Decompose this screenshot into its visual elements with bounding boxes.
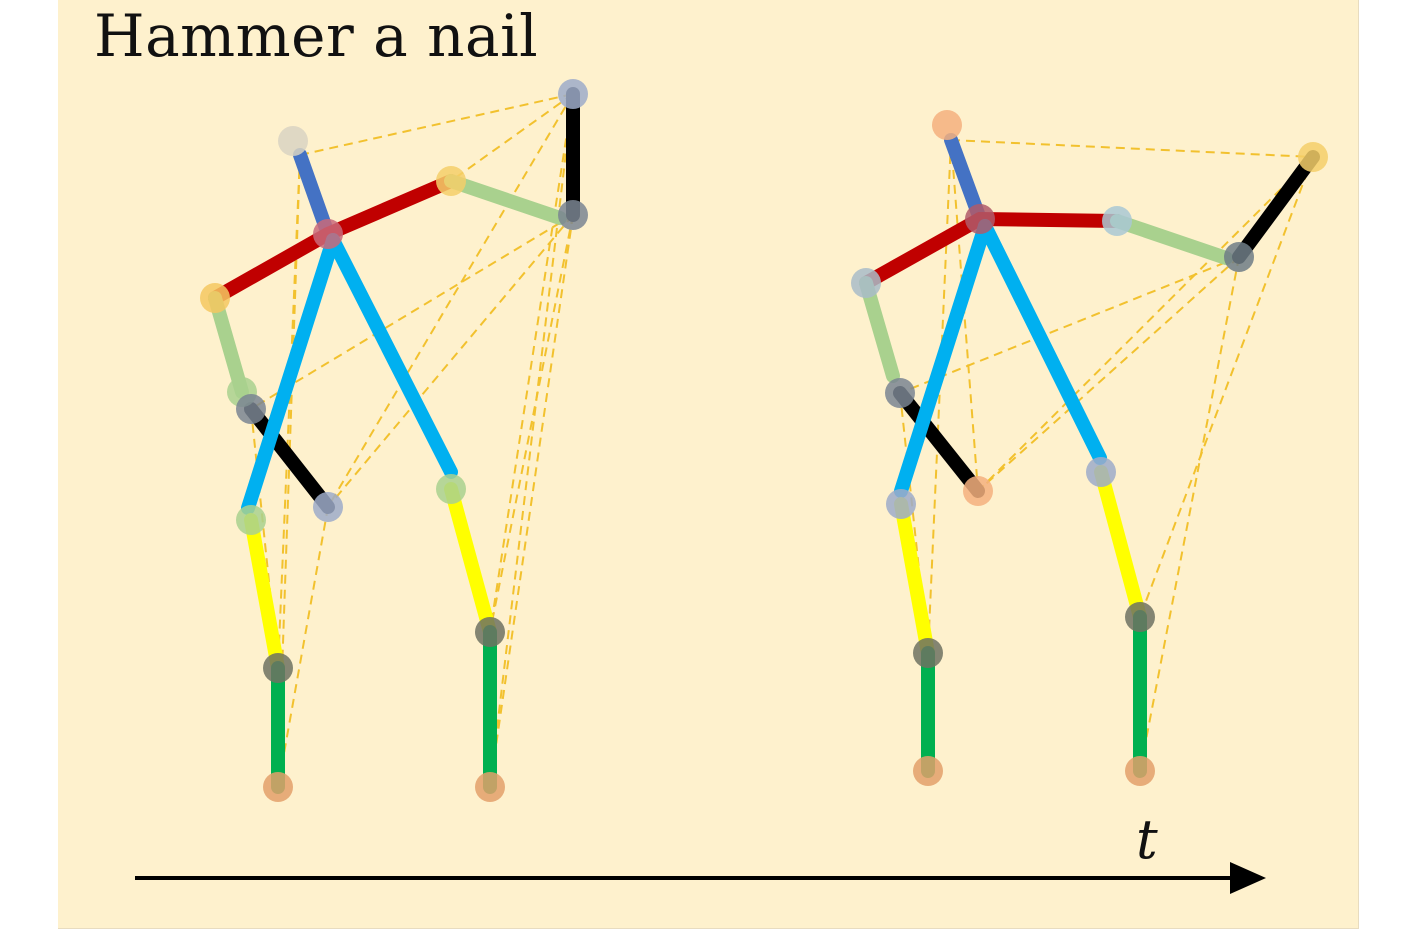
bone-a-chest-lsh bbox=[321, 174, 458, 241]
joint-b-rank bbox=[913, 756, 943, 786]
joint-b-lsh bbox=[1102, 206, 1132, 236]
joint-b-lknee bbox=[1125, 602, 1155, 632]
joint-b-lhand bbox=[1298, 142, 1328, 172]
joint-b-rhip2 bbox=[886, 489, 916, 519]
joint-a-lhip2 bbox=[436, 474, 466, 504]
bone-b-lhip2-lknee bbox=[1094, 465, 1147, 624]
diagram-title: Hammer a nail bbox=[94, 2, 539, 70]
joint-a-lank bbox=[475, 772, 505, 802]
bone-b-rwr-rhand bbox=[893, 386, 985, 498]
link-b-neck-rknee bbox=[927, 139, 952, 654]
link-a-lhand-lknee bbox=[489, 93, 574, 633]
bone-a-lsh-lelb bbox=[444, 174, 567, 225]
link-a-neck-rknee bbox=[277, 154, 301, 669]
joint-a-rank bbox=[263, 772, 293, 802]
joint-a-rsh bbox=[200, 283, 230, 313]
joint-a-rhand bbox=[313, 492, 343, 522]
bone-a-rsh-relb bbox=[208, 291, 249, 399]
link-b-lwr-rwr bbox=[899, 256, 1240, 394]
bone-a-pelvis-rhip bbox=[241, 233, 340, 515]
time-axis-label: t bbox=[1136, 808, 1158, 871]
bone-b-rsh-relb bbox=[859, 276, 900, 383]
joint-a-lhand bbox=[558, 79, 588, 109]
bone-a-pelvis-lhip bbox=[326, 233, 458, 479]
link-a-lwr-lank bbox=[489, 214, 574, 788]
joint-b-lwr bbox=[1224, 242, 1254, 272]
joint-b-rsh bbox=[851, 268, 881, 298]
link-a-lhand-rhand bbox=[327, 93, 574, 508]
bone-b-pelvis-lhip bbox=[978, 219, 1107, 465]
link-b-lhand-rhand bbox=[977, 156, 1314, 492]
link-b-lwr-rhand bbox=[977, 256, 1240, 492]
joint-a-rhip2 bbox=[236, 505, 266, 535]
link-a-lhand-lank bbox=[489, 93, 574, 788]
joint-a-lsh bbox=[436, 166, 466, 196]
link-b-lwr-lank bbox=[1139, 256, 1240, 772]
bone-a-lhip2-lknee bbox=[444, 482, 497, 639]
link-b-neck-lhand bbox=[950, 139, 1314, 158]
link-a-lhand-lsh bbox=[450, 93, 574, 182]
bone-b-lwr-lhand bbox=[1232, 150, 1320, 264]
link-a-lwr-lknee bbox=[489, 214, 574, 633]
link-b-lhand-lknee bbox=[1139, 156, 1314, 618]
bone-b-rsh-chest bbox=[859, 212, 987, 290]
link-a-neck-lhand bbox=[299, 93, 574, 156]
bone-b-pelvis-rhip bbox=[894, 219, 992, 498]
joint-b-lhip2 bbox=[1086, 457, 1116, 487]
arrow-right-icon bbox=[1230, 862, 1266, 894]
joint-a-rknee bbox=[263, 653, 293, 683]
joint-a-rwr bbox=[236, 394, 266, 424]
bone-b-chest-lsh bbox=[973, 212, 1124, 228]
joint-b-chest bbox=[965, 204, 995, 234]
joint-b-rwr bbox=[885, 378, 915, 408]
link-a-lwr-rhand bbox=[327, 214, 574, 508]
joint-a-head bbox=[278, 126, 308, 156]
link-a-rhand-rank bbox=[277, 506, 329, 788]
bone-a-rsh-chest bbox=[208, 227, 335, 305]
bone-b-rhip2-rknee bbox=[894, 497, 935, 660]
link-a-lwr-rwr bbox=[250, 214, 574, 410]
link-b-neck-rhand bbox=[950, 139, 979, 492]
bone-a-rhip2-rknee bbox=[244, 513, 285, 675]
joint-b-rhand bbox=[963, 476, 993, 506]
joint-a-lknee bbox=[475, 617, 505, 647]
joint-a-lwr bbox=[558, 200, 588, 230]
joint-a-chest bbox=[313, 219, 343, 249]
bone-b-lsh-lelb bbox=[1110, 214, 1233, 265]
joint-b-head bbox=[932, 110, 962, 140]
joint-b-lank bbox=[1125, 756, 1155, 786]
joint-b-rknee bbox=[913, 638, 943, 668]
bone-a-rwr-rhand bbox=[244, 402, 335, 514]
